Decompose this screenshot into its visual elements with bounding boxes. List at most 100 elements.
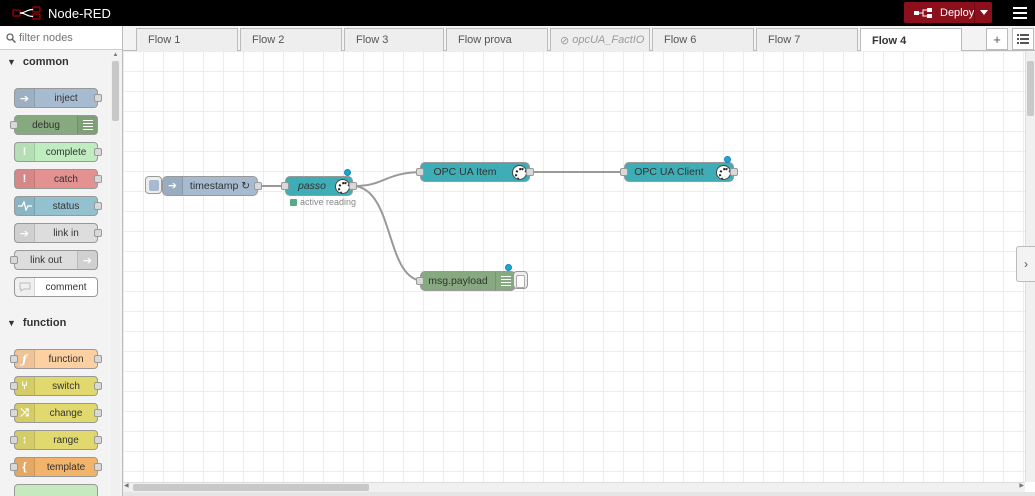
scroll-left-icon[interactable]: ◀ [124, 483, 129, 489]
tab-opcua-factio[interactable]: ⊘ opcUA_FactIO [550, 28, 650, 51]
arrow-right-icon: ➔ [163, 177, 183, 195]
palette-node-change[interactable]: ⤨ change [10, 403, 102, 423]
palette-node-inject[interactable]: ➔ inject [14, 88, 102, 108]
output-port[interactable] [730, 168, 738, 176]
node-opc-ua-item[interactable]: OPC UA Item [416, 162, 534, 182]
palette-node-link-out[interactable]: link out ➔ [10, 250, 98, 270]
input-port[interactable] [281, 182, 289, 190]
changed-indicator-icon [724, 156, 731, 163]
tab-flow-6[interactable]: Flow 6 [652, 28, 754, 51]
scroll-up-icon[interactable]: ▲ [112, 52, 119, 58]
node-palette: ▼ common ➔ inject debug ! complete ! cat… [0, 26, 123, 496]
palette-node-partial[interactable] [14, 484, 98, 496]
filter-nodes-input[interactable] [19, 31, 119, 44]
tab-flow-7[interactable]: Flow 7 [756, 28, 858, 51]
deploy-button[interactable]: Deploy [904, 2, 992, 23]
comment-icon [15, 278, 35, 296]
tab-flow-2[interactable]: Flow 2 [240, 28, 342, 51]
range-icon: ↕ [15, 431, 35, 449]
deploy-icon [914, 7, 932, 18]
node-msg-payload-debug[interactable]: msg.payload [416, 271, 516, 291]
node-status: active reading [290, 197, 356, 207]
chevron-right-icon: › [1024, 257, 1028, 271]
input-port[interactable] [620, 168, 628, 176]
tab-flow-4[interactable]: Flow 4 [860, 28, 962, 52]
palette-node-template[interactable]: { template [10, 457, 102, 477]
input-port [10, 409, 18, 417]
link-arrow-icon: ➔ [15, 224, 35, 242]
output-port [94, 463, 102, 471]
header-bar: Node-RED Deploy [0, 0, 1035, 26]
logo-icon [12, 6, 41, 20]
list-icon [1017, 34, 1029, 44]
output-port[interactable] [526, 168, 534, 176]
palette-node-status[interactable]: status [14, 196, 102, 216]
output-port [94, 148, 102, 156]
pulse-icon [15, 197, 35, 215]
workspace-tabs: Flow 1 Flow 2 Flow 3 Flow prova ⊘ opcUA_… [123, 26, 1035, 52]
category-label: common [22, 56, 69, 68]
search-icon [6, 32, 16, 43]
tab-flow-1[interactable]: Flow 1 [136, 28, 238, 51]
add-flow-button[interactable]: + [986, 28, 1008, 50]
palette-category-common[interactable]: ▼ common [0, 50, 110, 74]
input-port [10, 436, 18, 444]
scroll-right-icon[interactable]: ▶ [1019, 483, 1024, 489]
palette-category-function[interactable]: ▼ function [0, 311, 110, 335]
sidebar-toggle-button[interactable]: › [1016, 246, 1035, 282]
wire-passo-debug [354, 185, 425, 282]
inject-trigger-button[interactable] [145, 176, 162, 194]
scrollbar-thumb[interactable] [1027, 61, 1034, 116]
output-port[interactable] [349, 182, 357, 190]
switch-icon: ⑂ [15, 377, 35, 395]
palette-node-link-in[interactable]: ➔ link in [14, 223, 102, 243]
palette-node-function[interactable]: ƒ function [10, 349, 102, 369]
input-port[interactable] [416, 277, 424, 285]
footer-strip [123, 492, 1035, 496]
palette-node-catch[interactable]: ! catch [14, 169, 102, 189]
palette-filter [0, 26, 122, 50]
palette-scrollbar[interactable]: ▲ [111, 52, 120, 496]
canvas-horizontal-scrollbar[interactable]: ◀ ▶ [123, 482, 1025, 492]
flow-canvas[interactable]: ➔ timestamp ↻ passo active reading OPC U… [123, 51, 1025, 482]
changed-indicator-icon [505, 264, 512, 271]
input-port [10, 463, 18, 471]
output-port [94, 382, 102, 390]
deploy-label: Deploy [940, 6, 975, 19]
exclamation-icon: ! [15, 143, 35, 161]
plus-icon: + [993, 31, 1001, 47]
output-port [94, 229, 102, 237]
input-port [10, 256, 18, 264]
palette-node-switch[interactable]: ⑂ switch [10, 376, 102, 396]
node-timestamp[interactable]: ➔ timestamp ↻ [162, 176, 262, 196]
tab-flow-prova[interactable]: Flow prova [446, 28, 548, 51]
main-menu-icon[interactable] [1012, 5, 1028, 21]
output-port[interactable] [254, 182, 262, 190]
debug-toggle-button[interactable] [513, 271, 528, 289]
exclamation-icon: ! [15, 170, 35, 188]
scrollbar-thumb[interactable] [133, 484, 369, 491]
chevron-down-icon: ▼ [7, 57, 16, 67]
node-red-logo: Node-RED [12, 6, 111, 21]
output-port [94, 409, 102, 417]
output-port [94, 175, 102, 183]
input-port[interactable] [416, 168, 424, 176]
palette-node-range[interactable]: ↕ range [10, 430, 102, 450]
palette-node-debug[interactable]: debug [10, 115, 98, 135]
output-port [94, 436, 102, 444]
tab-flow-3[interactable]: Flow 3 [344, 28, 444, 51]
changed-indicator-icon [344, 169, 351, 176]
wire-passo-opc-item [354, 171, 425, 187]
disabled-icon: ⊘ [560, 34, 570, 47]
node-passo[interactable]: passo [281, 176, 357, 196]
scrollbar-thumb[interactable] [112, 61, 119, 121]
link-arrow-icon: ➔ [77, 251, 97, 269]
deploy-dropdown-icon[interactable] [974, 2, 992, 23]
list-flows-button[interactable] [1012, 28, 1034, 50]
list-icon [77, 116, 97, 134]
palette-node-complete[interactable]: ! complete [14, 142, 102, 162]
palette-node-comment[interactable]: comment [14, 277, 98, 297]
node-opc-ua-client[interactable]: OPC UA Client [620, 162, 738, 182]
opcua-icon [713, 163, 733, 181]
output-port [94, 202, 102, 210]
